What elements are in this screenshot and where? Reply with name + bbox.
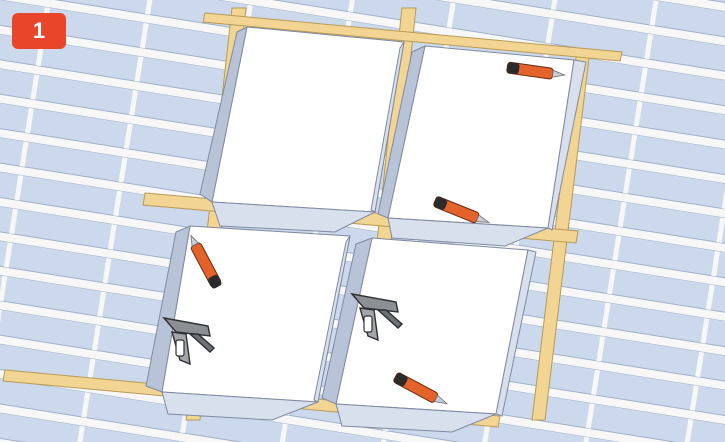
- foil-panel-bottom-right: [322, 238, 536, 432]
- step-number-badge: 1: [12, 13, 66, 49]
